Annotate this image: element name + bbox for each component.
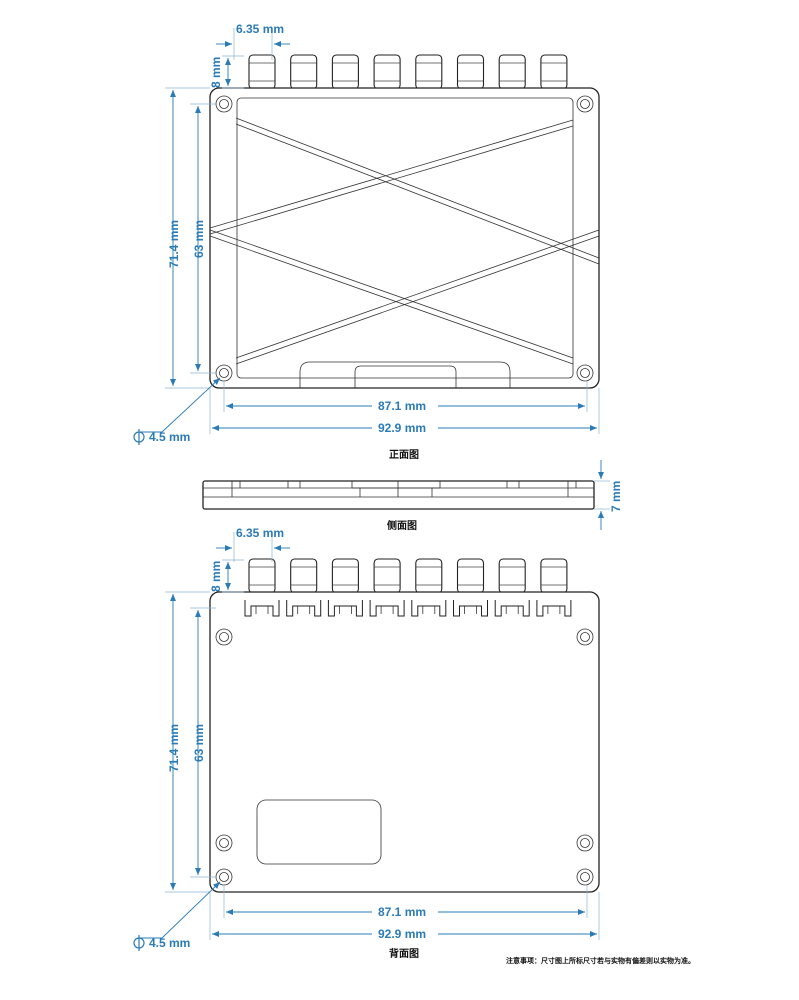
footnote: 注意事项：尺寸图上所标尺寸若与实物有偏差则以实物为准。 (506, 956, 695, 965)
connector-fin (536, 600, 572, 617)
connector-fin (286, 600, 322, 617)
connector-fin (244, 600, 280, 617)
back-outer-height-label: 71.4 mm (167, 724, 181, 772)
side-profile-outline (202, 480, 595, 510)
side-view: 7 mm 侧面图 (202, 460, 623, 532)
front-handle-slot (299, 361, 511, 388)
front-hole-diameter-label: 4.5 mm (149, 430, 190, 444)
back-pitch-label: 6.35 mm (236, 526, 284, 540)
connector-fin (327, 600, 363, 617)
back-outer-width-label: 92.9 mm (378, 927, 426, 941)
back-view: 6.35 mm 8 mm 71.4 mm 63 mm 87.1 mm 92.9 … (133, 526, 600, 960)
connector-fin (453, 600, 488, 617)
connector-fin (494, 600, 530, 617)
front-pitch-label: 6.35 mm (236, 22, 284, 36)
back-hole-diameter-label: 4.5 mm (149, 936, 190, 950)
back-inner-height-label: 63 mm (192, 724, 206, 762)
phi-symbol-icon (133, 429, 145, 445)
back-connector-height-label: 8 mm (209, 561, 223, 592)
back-view-caption: 背面图 (389, 947, 419, 960)
front-inner-height-label: 63 mm (192, 220, 206, 258)
back-inner-width-label: 87.1 mm (378, 905, 426, 919)
connector-fin (411, 600, 447, 617)
front-connector-height-label: 8 mm (209, 57, 223, 88)
side-thickness-label: 7 mm (609, 481, 623, 512)
side-view-caption: 侧面图 (387, 519, 417, 532)
front-board-inner (236, 97, 574, 379)
front-view-caption: 正面图 (389, 449, 419, 461)
front-cross-grooves (209, 117, 600, 365)
phi-symbol-icon (133, 935, 145, 951)
front-view: 6.35 mm 8 mm 71.4 mm 63 mm 87.1 mm 92.9 … (133, 22, 600, 461)
back-board-outline (209, 591, 600, 893)
front-inner-width-label: 87.1 mm (378, 399, 426, 413)
front-outer-width-label: 92.9 mm (378, 421, 426, 435)
back-label-area (256, 799, 382, 865)
back-connector-fins (244, 600, 572, 617)
connector-fin (369, 600, 405, 617)
front-outer-height-label: 71.4 mm (167, 220, 181, 268)
front-board-outline (209, 87, 600, 389)
